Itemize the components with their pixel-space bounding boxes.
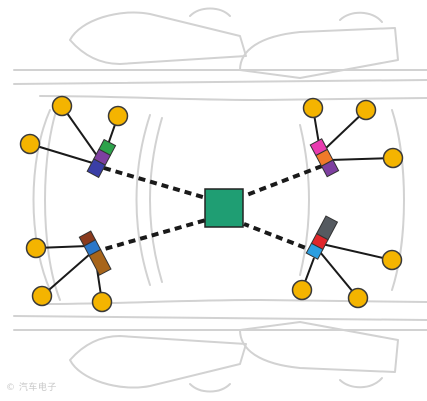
sensor-node — [107, 105, 129, 127]
spoke-rr-1 — [321, 243, 393, 261]
wheel-arc-top-left — [189, 7, 231, 17]
zone-module — [305, 242, 324, 260]
spoke-rl-2 — [41, 253, 91, 297]
sensor-node — [302, 97, 324, 119]
zone-cluster-rear-left — [78, 230, 112, 276]
spoke-fl-3 — [29, 143, 97, 165]
rear-window — [299, 124, 310, 276]
watermark: © 汽车电子 — [6, 383, 57, 393]
sensor-node — [355, 99, 377, 121]
mirror-bottom-left — [69, 335, 247, 389]
wheel-arc-top-right — [339, 11, 383, 23]
sensor-node — [381, 249, 403, 271]
sensor-node — [347, 287, 369, 309]
sensor-node — [382, 147, 404, 169]
body-line-top-3 — [39, 95, 427, 101]
sensor-node — [19, 133, 41, 155]
sensor-node — [25, 237, 47, 259]
backbone-link-rear-left — [93, 218, 207, 254]
body-line-top-2 — [13, 79, 427, 85]
zone-cluster-rear-right — [305, 215, 339, 260]
windshield-inner — [149, 117, 163, 283]
sensor-node — [291, 279, 313, 301]
sensor-node — [91, 291, 113, 313]
mirror-top-left — [69, 11, 247, 65]
backbone-links — [93, 164, 323, 254]
backbone-link-front-left — [103, 166, 207, 200]
front-bumper — [32, 109, 51, 291]
zone-cluster-front-left — [86, 138, 117, 179]
zone-module — [320, 159, 340, 178]
mirror-top-right — [239, 27, 399, 79]
mirror-bottom-right — [239, 321, 399, 373]
backbone-link-rear-right — [243, 222, 317, 254]
sensor-nodes — [19, 95, 404, 313]
backbone-link-front-right — [243, 164, 323, 198]
spoke-fl-1 — [61, 105, 101, 161]
sensor-node — [31, 285, 53, 307]
car-outline — [13, 7, 427, 393]
wheel-arc-bottom-right — [339, 377, 383, 389]
sensor-node — [51, 95, 73, 117]
windshield — [135, 114, 151, 286]
zone-module — [86, 158, 106, 179]
body-line-bottom-2 — [13, 315, 427, 321]
wheel-arc-bottom-left — [189, 383, 231, 393]
front-nose — [44, 99, 61, 301]
zone-cluster-front-right — [309, 138, 340, 178]
body-line-bottom-3 — [39, 299, 427, 305]
rear-end — [391, 109, 405, 291]
zone-module — [88, 248, 112, 276]
central-compute-hub — [204, 188, 244, 228]
spoke-fr-3 — [329, 157, 394, 161]
